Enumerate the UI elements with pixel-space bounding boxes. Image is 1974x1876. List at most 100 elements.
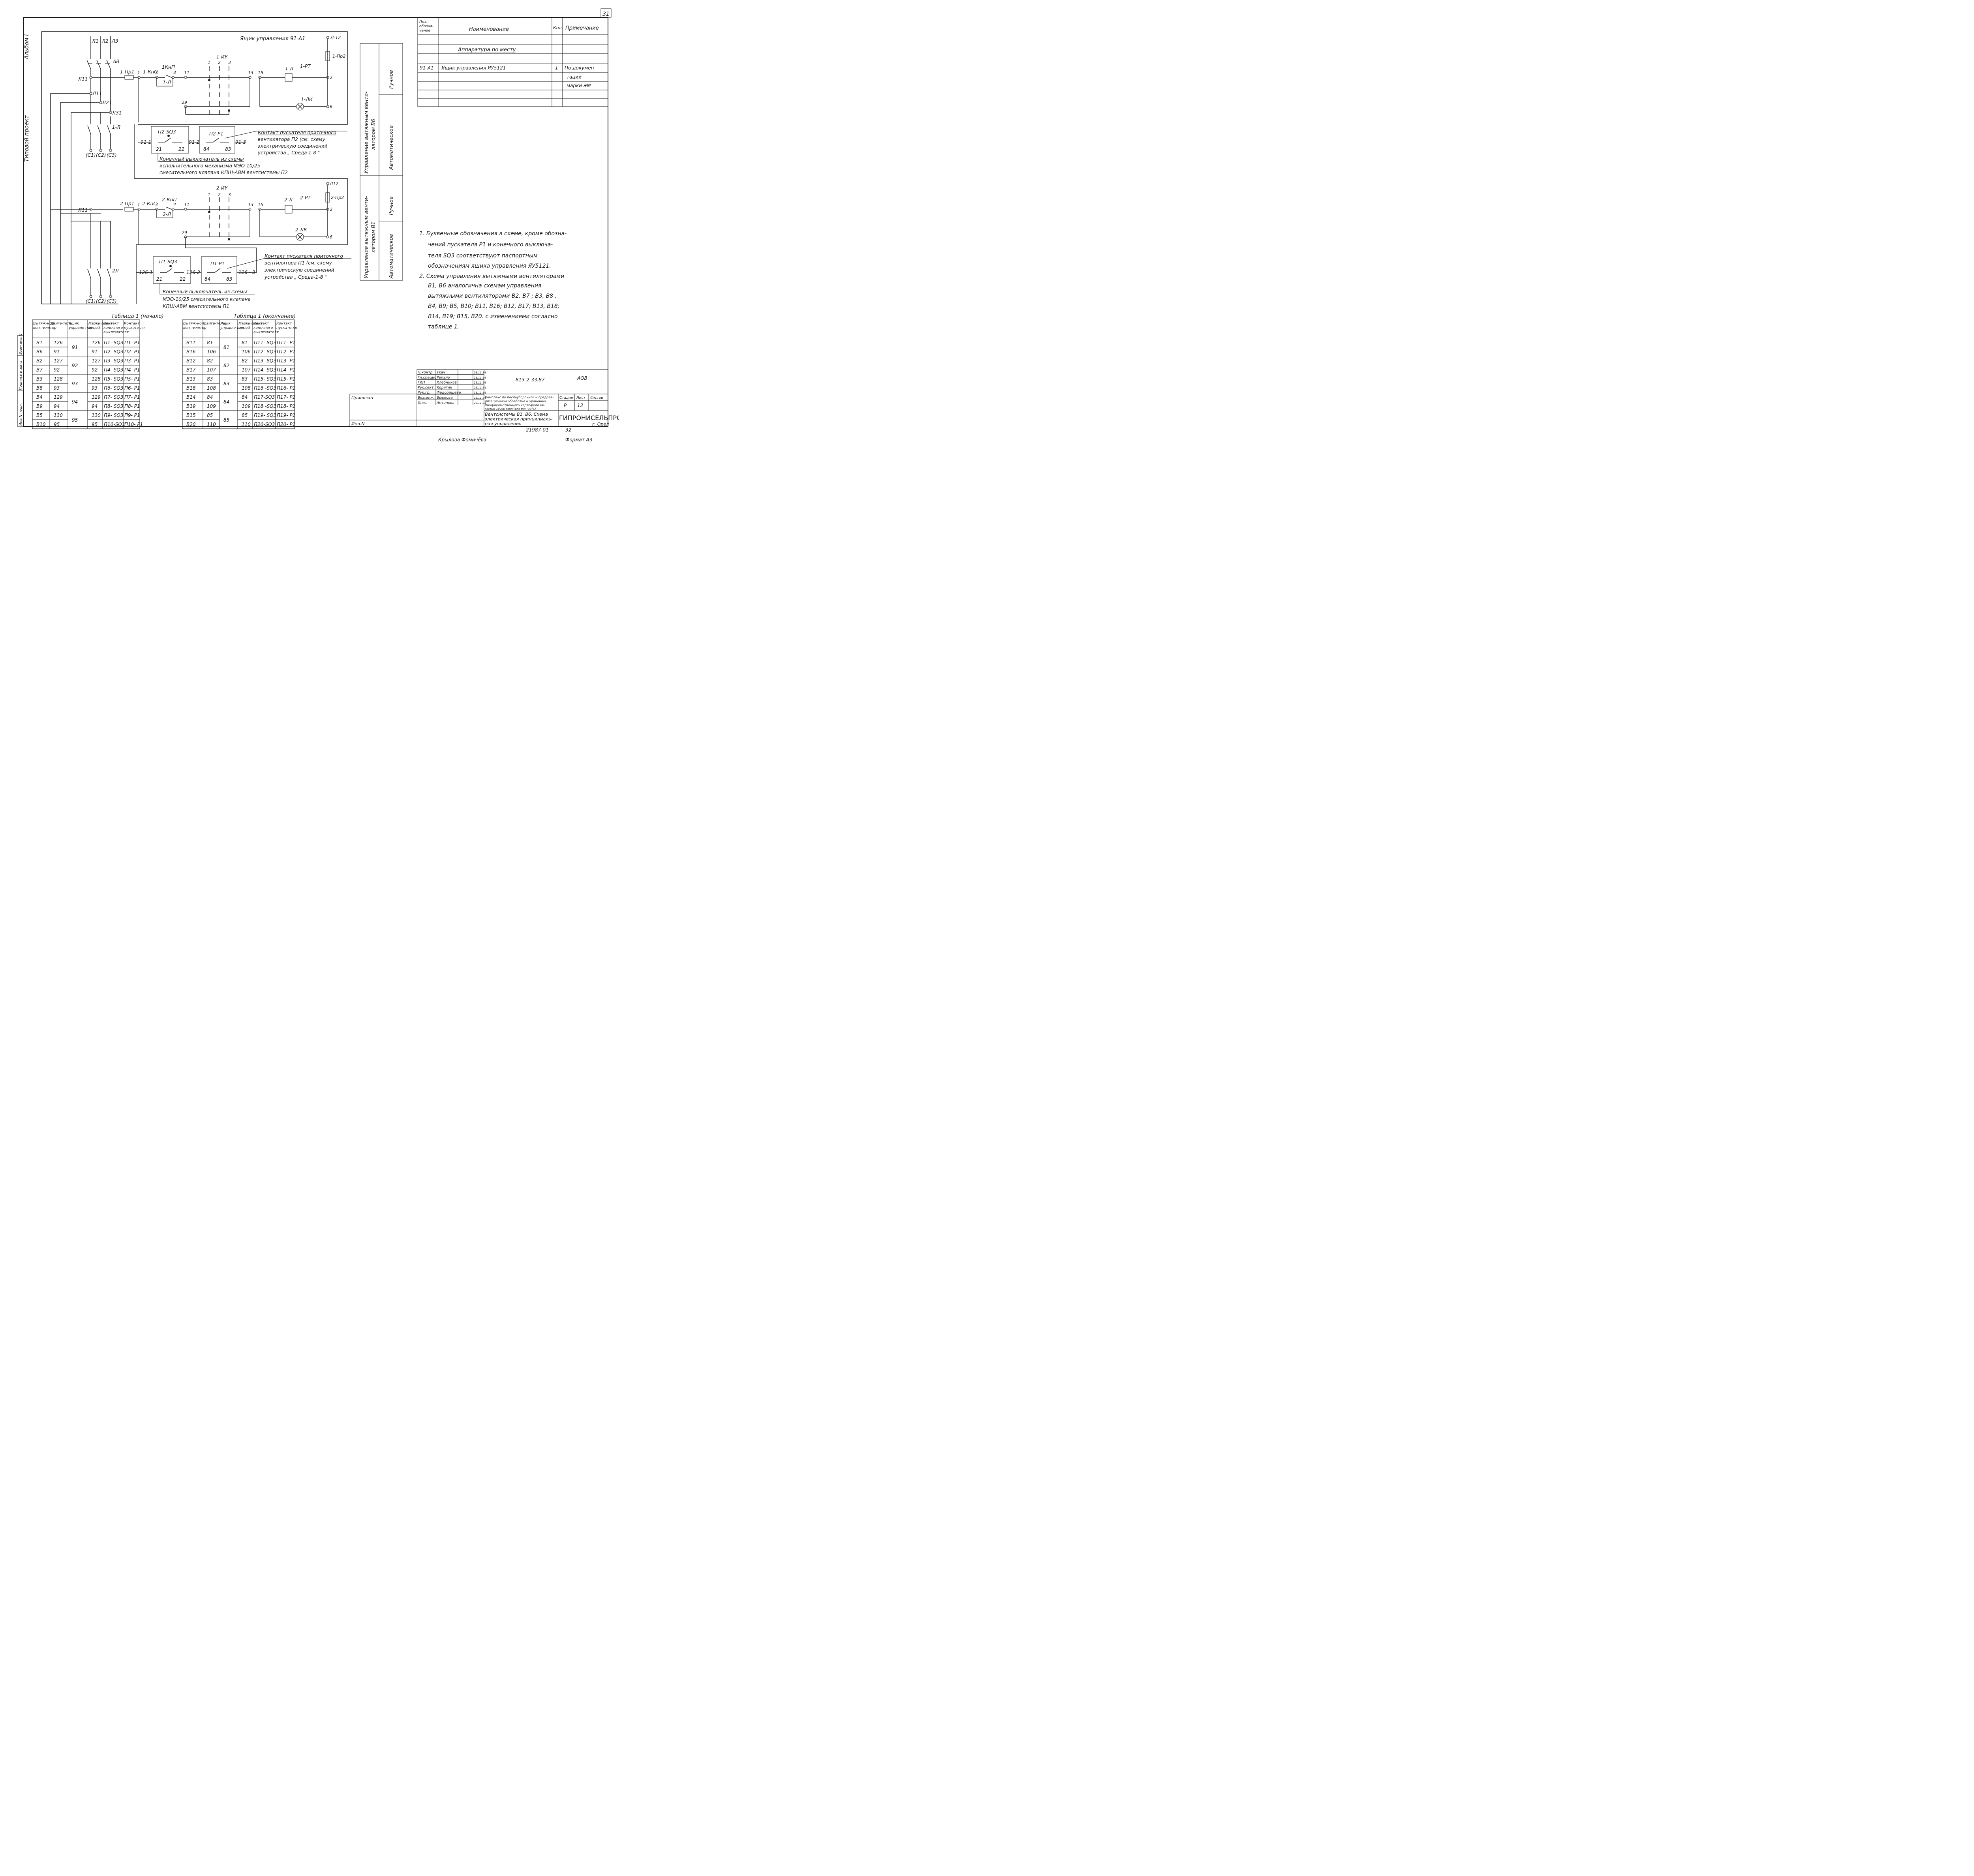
spec-header-pos: Поз. (419, 20, 427, 24)
coil-1-l (285, 73, 293, 82)
table1a-cell-4-2: 93 (72, 381, 78, 386)
ext2-note-p-4: устройства „ Среда-1-8 " (264, 274, 327, 280)
tb-name-3: Корягин (437, 386, 452, 390)
drawing-code: 813-2-33.87 (516, 377, 545, 383)
table1a-cell-9-0: В10 (36, 422, 46, 427)
table1b-cell-8-0: В15 (186, 413, 196, 418)
c2-fuse2-label: 2-Пр2 (331, 195, 344, 200)
ext2-note-p-2: вентилятора П1 (см. схему (265, 260, 332, 266)
ext1-note-sq-2: исполнительного механизма МЭО-10/25 (159, 163, 260, 169)
c1-node-15: 15 (258, 70, 263, 75)
table1b-cell-1-0: В16 (186, 349, 196, 355)
c1-fuse-label: 1-Пр1 (120, 69, 134, 75)
tb-date-4: 28.11.84 (474, 391, 486, 394)
lamp-1-lk (296, 103, 304, 111)
ext1-note-p-3: электрическую соединений (258, 143, 328, 149)
c1-node-6: 6 (330, 104, 332, 109)
motor1-c1: (С1) (86, 152, 96, 158)
table1b-cell-7-3: 109 (242, 403, 251, 409)
tb-name-2: Хлебников (436, 381, 457, 385)
table1a-cell-8-4: П9- SQ3 (104, 413, 124, 418)
ext2-c21: 21 (156, 276, 162, 282)
tb-name-4: Федорищева (437, 391, 461, 395)
spec-header-name: Наименование (469, 26, 509, 32)
spec-section-title: Аппаратура по месту (458, 47, 516, 53)
table1b-cell-2-5: П13- Р1 (277, 358, 295, 364)
table1b-cell-4-4: П15- SQ3 (254, 376, 276, 382)
table1a-cell-3-5: П4- Р1 (124, 367, 140, 373)
table1a-cell-5-1: 93 (54, 385, 60, 391)
fuse-2-pr2 (325, 192, 330, 203)
c1-top-label: Л-12 (330, 35, 341, 40)
ext1-note-p-4: устройства „ Среда 1-8 " (257, 150, 320, 156)
tb-name-0: Ткач (437, 371, 445, 375)
table1a-cell-9-1: 95 (54, 422, 60, 427)
table1b-cell-2-3: 82 (242, 358, 248, 364)
table1a-cell-3-4: П4- SQ3 (104, 367, 124, 373)
org-city: г. Орел (592, 422, 609, 427)
table1a-cell-8-0: В5 (36, 413, 43, 418)
ext2-c83: 83 (226, 276, 232, 282)
table1b-cell-4-0: В13 (186, 376, 196, 382)
tb-role-1: Гл.специст (418, 376, 439, 380)
table1a-cell-0-5: П1- Р1 (124, 340, 140, 345)
c2-switch-pos3: 3 (228, 192, 231, 197)
ext2-note-p-3: электрическую соединений (265, 267, 334, 273)
lamp-2-lk (296, 233, 304, 241)
table1a-cell-5-5: П6- Р1 (124, 385, 140, 391)
project-title-1: Комплекс по послеуборочной и предреа- (485, 396, 554, 399)
table1b-cell-7-4: П18 -SQ3 (254, 403, 276, 409)
table1a-cell-7-0: В9 (36, 403, 43, 409)
spec-header-pos3: чение (419, 29, 431, 33)
sheet-title-1: Вентсистемы В1, В6. Схема (485, 412, 548, 417)
c2-switch-pos2: 2 (218, 192, 221, 197)
c1-start-label: 1КнП (162, 64, 175, 70)
table1a-cell-2-3: 127 (92, 358, 101, 364)
ext1-note-p-1: Контакт пускателя приточного (258, 130, 336, 135)
table1b-cell-6-0: В14 (186, 394, 196, 400)
table1a-cell-6-1: 129 (54, 394, 63, 400)
table1b-cell-3-5: П14- Р1 (277, 367, 295, 373)
table1a-cell-2-2: 92 (72, 363, 78, 368)
c2-relay-label: 2-РТ (300, 195, 311, 201)
tb-date-6: 28.11.84 (474, 401, 486, 405)
table1b-cell-3-3: 107 (242, 367, 251, 373)
drawing-sheet: 31 Альбом I Типовой проект Инв.N подл. П… (17, 8, 619, 443)
spec-row-note: По докумен- (565, 65, 596, 71)
inv-podl-label: Инв.N подл. (19, 403, 23, 426)
table1b-cell-9-0: В20 (186, 422, 196, 427)
ext2-p-label: П1-Р1 (210, 261, 225, 266)
ext2-note-sq-1: Конечный выключатель из схемы (163, 289, 247, 295)
l11-2-label: Л11 (78, 207, 88, 213)
c1-relay-label: 1-РТ (300, 64, 311, 69)
notes: 1. Буквенные обозначения в схеме, кроме … (419, 231, 567, 330)
external-contacts-2: П1-SQ3 П1-Р1 126-1 126-2 126 - 3 21 22 8… (136, 248, 351, 309)
c2-stop-label: 2-КнС (142, 201, 157, 206)
table1a-cell-2-4: П3- SQ3 (104, 358, 124, 364)
order-number: 21987-01 (526, 427, 549, 433)
ext1-c84: 84 (203, 146, 209, 152)
project-title-4: костью 10000 тонн (для tн= -30°С) (485, 407, 536, 411)
table1b-cell-2-4: П13- SQ3 (254, 358, 276, 364)
inv-label: Инв.N (351, 421, 365, 426)
table1a-cell-1-4: П2- SQ3 (104, 349, 124, 355)
table1a-cell-7-5: П8- Р1 (124, 403, 140, 409)
table1b-cell-1-1: 106 (207, 349, 216, 355)
tb-role-4: Рук.гр. (418, 391, 430, 395)
table1b-cell-0-5: П11- Р1 (277, 340, 295, 345)
l11-label: Л11 (78, 76, 88, 82)
table1a-header-1: Двига-тель (50, 322, 72, 326)
spec-header-note: Примечание (565, 25, 599, 31)
table1b-cell-9-3: 110 (242, 422, 251, 427)
c2-switch-label: 2-ИУ (216, 185, 228, 191)
table1a-cell-3-0: В7 (36, 367, 43, 373)
c2-node-2: 2 (330, 207, 332, 212)
tb-date-1: 28.11.84 (474, 376, 486, 379)
table1b-cell-6-2: 84 (223, 399, 229, 405)
spec-row-name: Ящик управления ЯУ5121 (441, 65, 506, 71)
table1a-cell-1-3: 91 (92, 349, 98, 355)
table1b-cell-3-0: В17 (186, 367, 196, 373)
table1a-cell-2-0: В2 (36, 358, 43, 364)
ext1-t3: 91-3 (235, 139, 246, 145)
